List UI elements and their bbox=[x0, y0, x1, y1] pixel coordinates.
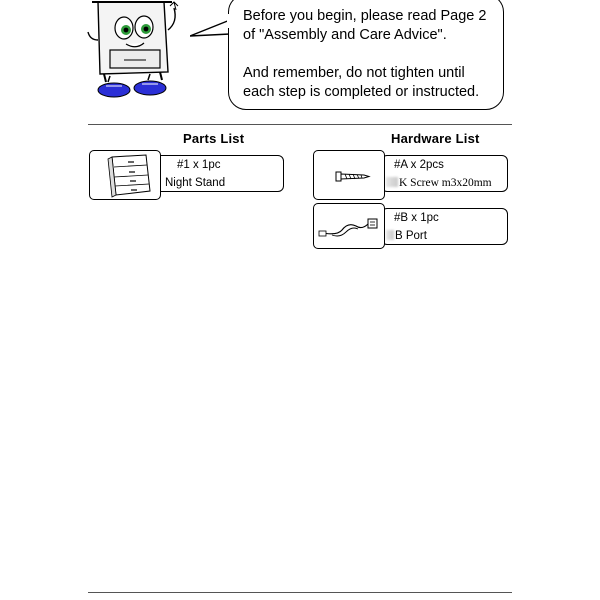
hardware-list-title: Hardware List bbox=[391, 131, 480, 146]
speech-line-3: And remember, do not tighten until bbox=[243, 65, 465, 81]
hardware-item-qty: #B x 1pc bbox=[394, 212, 439, 224]
speech-bubble: Before you begin, please read Page 2 of … bbox=[228, 0, 504, 110]
hardware-item-name-text: B Port bbox=[395, 230, 427, 242]
speech-line-1: Before you begin, please read Page 2 bbox=[243, 8, 487, 24]
parts-item-qty: #1 x 1pc bbox=[177, 159, 221, 171]
hardware-item-name: K Screw m3x20mm bbox=[386, 177, 492, 189]
tail-joint bbox=[227, 14, 231, 28]
speech-line-4: each step is completed or instructed. bbox=[243, 84, 480, 100]
hardware-item-name-text: K Screw m3x20mm bbox=[399, 177, 492, 189]
speech-bubble-text: Before you begin, please read Page 2 of … bbox=[243, 7, 486, 102]
speech-line-2: of "Assembly and Care Advice". bbox=[243, 27, 447, 43]
hardware-item-image bbox=[313, 203, 385, 249]
parts-item-image bbox=[89, 150, 161, 200]
hardware-item-qty: #A x 2pcs bbox=[394, 159, 444, 171]
hardware-item-info: #B x 1pc B Port bbox=[381, 208, 508, 245]
parts-item-name: Night Stand bbox=[165, 177, 226, 189]
mascot-night-stand-icon bbox=[87, 1, 179, 98]
hardware-item-name: B Port bbox=[386, 230, 427, 242]
parts-item-info: #1 x 1pc Night Stand bbox=[144, 155, 284, 192]
screw-icon bbox=[335, 171, 371, 182]
divider-top bbox=[88, 124, 512, 125]
speech-bubble-tail bbox=[190, 19, 231, 37]
hardware-item-info: #A x 2pcs K Screw m3x20mm bbox=[381, 155, 508, 192]
divider-bottom bbox=[88, 592, 512, 593]
parts-list-title: Parts List bbox=[183, 131, 245, 146]
hardware-item-image bbox=[313, 150, 385, 200]
night-stand-icon bbox=[107, 154, 151, 198]
usb-cable-icon bbox=[318, 218, 378, 237]
